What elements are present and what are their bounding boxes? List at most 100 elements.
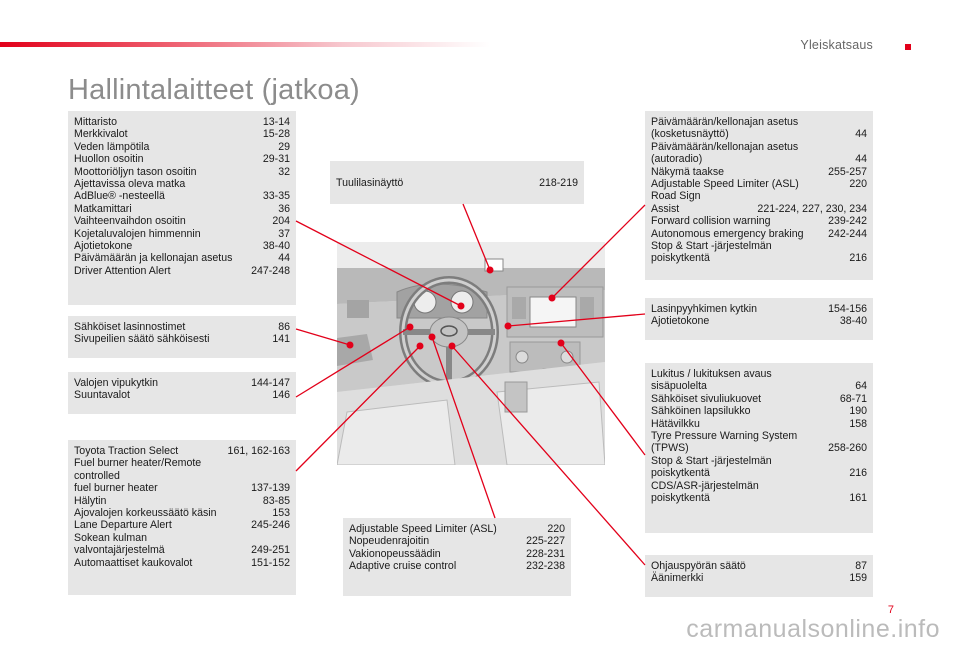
index-entry: Hätävilkku 158 <box>651 418 867 430</box>
entry-page: 159 <box>849 572 867 585</box>
entry-page: 218-219 <box>539 177 578 189</box>
index-entry: Päivämäärän/kellonajan asetus (kosketusn… <box>651 116 867 141</box>
car-dashboard-illustration <box>337 242 605 465</box>
entry-page: 44 <box>855 153 867 166</box>
entry-label: Driver Attention Alert <box>74 264 171 277</box>
entry-page: 144-147 <box>251 377 290 389</box>
entry-page: 255-257 <box>828 165 867 178</box>
entry-label: Lane Departure Alert <box>74 519 172 532</box>
entry-label: Ajotietokone <box>651 315 710 328</box>
entry-label: Sähköiset lasinnostimet <box>74 321 186 333</box>
index-entry: Ajettavissa oleva matka AdBlue® -nesteel… <box>74 178 290 203</box>
entry-page: 190 <box>849 405 867 418</box>
entry-page: 158 <box>849 417 867 430</box>
entry-page: 161, 162-163 <box>227 445 290 457</box>
entry-page: 154-156 <box>828 303 867 315</box>
entry-label: Merkkivalot <box>74 128 128 141</box>
entry-label: Adjustable Speed Limiter (ASL) <box>651 178 799 191</box>
head-up-display-index-box: Tuulilasinäyttö 218-219 <box>330 161 584 204</box>
entry-label: Kojetaluvalojen himmennin <box>74 227 201 240</box>
entry-label: Road Sign Assist <box>651 190 701 215</box>
entry-label: Fuel burner heater/Remote controlled fue… <box>74 457 202 495</box>
entry-page: 44 <box>855 128 867 141</box>
entry-page: 146 <box>272 389 290 402</box>
index-entry: Sähköiset sivuliukuovet 68-71 <box>651 393 867 405</box>
entry-page: 247-248 <box>251 264 290 277</box>
section-marker-icon <box>905 44 911 50</box>
entry-label: Äänimerkki <box>651 572 704 585</box>
watermark: carmanualsonline.info <box>686 615 940 643</box>
entry-page: 216 <box>849 252 867 265</box>
entry-page: 83-85 <box>262 494 290 507</box>
entry-label: Suuntavalot <box>74 389 130 402</box>
entry-label: Huollon osoitin <box>74 153 144 166</box>
index-entry: Lane Departure Alert 245-246 <box>74 519 290 531</box>
index-entry: Suuntavalot 146 <box>74 389 290 401</box>
entry-label: Ajovalojen korkeussäätö käsin <box>74 507 217 520</box>
header-accent-bar <box>0 42 490 47</box>
entry-label: Vaihteenvaihdon osoitin <box>74 215 186 228</box>
entry-page: 33-35 <box>262 190 290 203</box>
index-entry: Tyre Pressure Warning System (TPWS)258-2… <box>651 430 867 455</box>
entry-label: Stop & Start -järjestelmän poiskytkentä <box>651 454 772 480</box>
entry-label: Sokean kulman valvontajärjestelmä <box>74 531 165 557</box>
entry-page: 249-251 <box>251 544 290 557</box>
entry-label: Päivämäärän/kellonajan asetus (kosketusn… <box>651 116 799 141</box>
index-entry: Automaattiset kaukovalot 151-152 <box>74 557 290 569</box>
entry-label: Veden lämpötila <box>74 140 150 153</box>
entry-label: Matkamittari <box>74 202 132 215</box>
entry-page: 29-31 <box>262 153 290 166</box>
index-entry: Sokean kulman valvontajärjestelmä 249-251 <box>74 532 290 557</box>
entry-label: Hätävilkku <box>651 417 700 430</box>
entry-label: Tuulilasinäyttö <box>336 177 404 189</box>
entry-label: Hälytin <box>74 494 107 507</box>
entry-label: Automaattiset kaukovalot <box>74 556 193 569</box>
index-entry: Hälytin 83-85 <box>74 495 290 507</box>
entry-label: Adaptive cruise control <box>349 560 457 573</box>
entry-page: 141 <box>272 333 290 346</box>
index-entry: Matkamittari 36 <box>74 203 290 215</box>
entry-page: 32 <box>278 165 290 178</box>
index-entry: Adjustable Speed Limiter (ASL)220 <box>349 523 565 535</box>
entry-label: Moottoriöljyn tason osoitin <box>74 165 197 178</box>
entry-label: CDS/ASR-järjestelmän poiskytkentä <box>651 479 759 505</box>
section-label: Yleiskatsaus <box>800 38 873 52</box>
display-settings-index-box: Päivämäärän/kellonajan asetus (kosketusn… <box>645 111 873 280</box>
entry-label: Näkymä taakse <box>651 165 725 178</box>
index-entry: Fuel burner heater/Remote controlled fue… <box>74 457 290 494</box>
entry-label: Forward collision warning <box>651 215 771 228</box>
index-entry: Adjustable Speed Limiter (ASL) 220 <box>651 178 867 190</box>
entry-label: Päivämäärän ja kellonajan asetus <box>74 252 233 265</box>
entry-page: 220 <box>849 178 867 191</box>
entry-page: 151-152 <box>251 556 290 569</box>
entry-label: Autonomous emergency braking <box>651 227 804 240</box>
entry-page: 220 <box>547 523 565 535</box>
entry-page: 245-246 <box>251 519 290 532</box>
entry-label: Nopeudenrajoitin <box>349 535 430 548</box>
entry-page: 36 <box>278 202 290 215</box>
entry-page: 68-71 <box>839 392 867 405</box>
entry-label: Sähköiset sivuliukuovet <box>651 392 762 405</box>
entry-label: Ajotietokone <box>74 240 133 253</box>
index-entry: Äänimerkki 159 <box>651 572 867 584</box>
entry-page: 86 <box>278 321 290 333</box>
